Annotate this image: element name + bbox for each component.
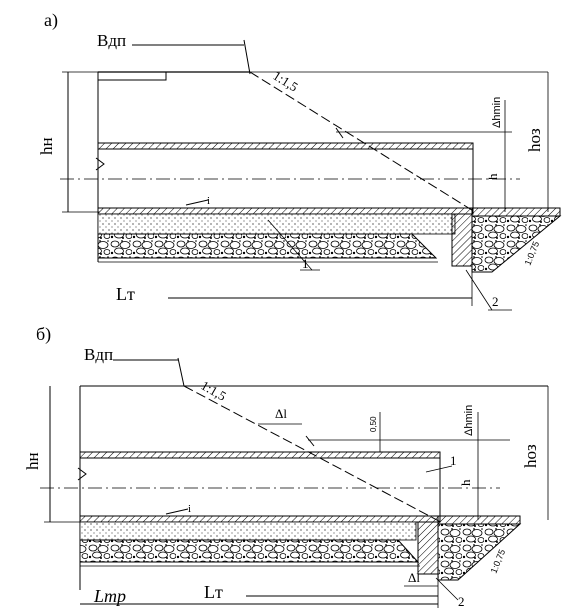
pipe-length-label: Lт xyxy=(116,284,135,304)
gravel-foundation xyxy=(97,233,438,259)
slope-label-b: 1:1,5 xyxy=(199,378,229,404)
road-width-label: Bдп xyxy=(97,31,126,50)
min-cover-label-b: Δhmin xyxy=(463,405,475,436)
callout-1-label-b: 1 xyxy=(450,453,457,468)
cover-height-label: hоз xyxy=(525,128,544,152)
break-mark xyxy=(95,157,105,171)
callout-2-leader xyxy=(465,269,493,311)
embankment-height-label-b: hн xyxy=(23,452,42,470)
slope-i-label: i xyxy=(207,195,210,207)
slope-i-label-b: i xyxy=(188,503,191,515)
panel-b: б) Bдп 1:1,5 Δl 0,50 hн 1 Δhmin xyxy=(23,324,549,609)
outlet-riprap-b xyxy=(437,523,522,581)
callout-1-label: 1 xyxy=(302,256,309,271)
outlet-slope-label-b: 1:0,75 xyxy=(489,548,508,575)
min-cover-tick-b xyxy=(305,435,315,447)
pipe-bottom-wall xyxy=(97,207,474,215)
road-pavement-block xyxy=(97,71,167,81)
cover-height-label-b: hоз xyxy=(521,444,540,468)
panel-b-label: б) xyxy=(36,324,51,345)
outlet-riprap xyxy=(471,215,562,273)
gravel-foundation-b xyxy=(79,539,420,563)
sand-cushion xyxy=(97,213,456,235)
panel-a-label: а) xyxy=(44,10,58,31)
min-cover-tick xyxy=(335,127,344,139)
road-width-label-b: Bдп xyxy=(84,345,113,364)
road-width-leader-b xyxy=(177,357,185,387)
road-width-leader xyxy=(243,39,251,75)
callout-2-label: 2 xyxy=(492,294,499,309)
pipe-top-wall-b xyxy=(79,451,441,459)
sand-cushion-b xyxy=(79,521,417,541)
delta-l-bottom-label: Δl xyxy=(408,570,420,585)
callout-2-leader-b xyxy=(435,577,459,601)
min-cover-label: Δhmin xyxy=(491,97,503,128)
offset-label: 0,50 xyxy=(369,416,378,432)
break-mark-b xyxy=(77,467,87,481)
callout-2-label-b: 2 xyxy=(458,594,465,609)
slope-arrow-b xyxy=(165,508,189,515)
pipe-height-label: h xyxy=(485,173,500,180)
pipe-top-wall xyxy=(97,142,474,150)
outlet-headwall xyxy=(451,213,473,267)
callout-1-leader xyxy=(267,219,313,271)
pipe-height-label-b: h xyxy=(458,479,473,486)
total-length-label: Lтр xyxy=(93,586,126,606)
embankment-height-label: hн xyxy=(37,137,56,155)
pipe-bottom-wall-b xyxy=(79,515,441,523)
slope-line-b xyxy=(183,385,453,529)
callout-1-leader-b xyxy=(425,465,453,473)
delta-l-label: Δl xyxy=(275,406,287,421)
panel-a: а) Bдп 1:1,5 hн Δhmin h xyxy=(37,10,562,311)
outlet-headwall-b xyxy=(417,521,439,575)
outlet-apron-b xyxy=(437,515,521,525)
pipe-length-label-b: Lт xyxy=(204,582,223,602)
slope-arrow xyxy=(185,199,209,206)
slope-line xyxy=(249,71,476,213)
outlet-apron xyxy=(471,207,561,217)
